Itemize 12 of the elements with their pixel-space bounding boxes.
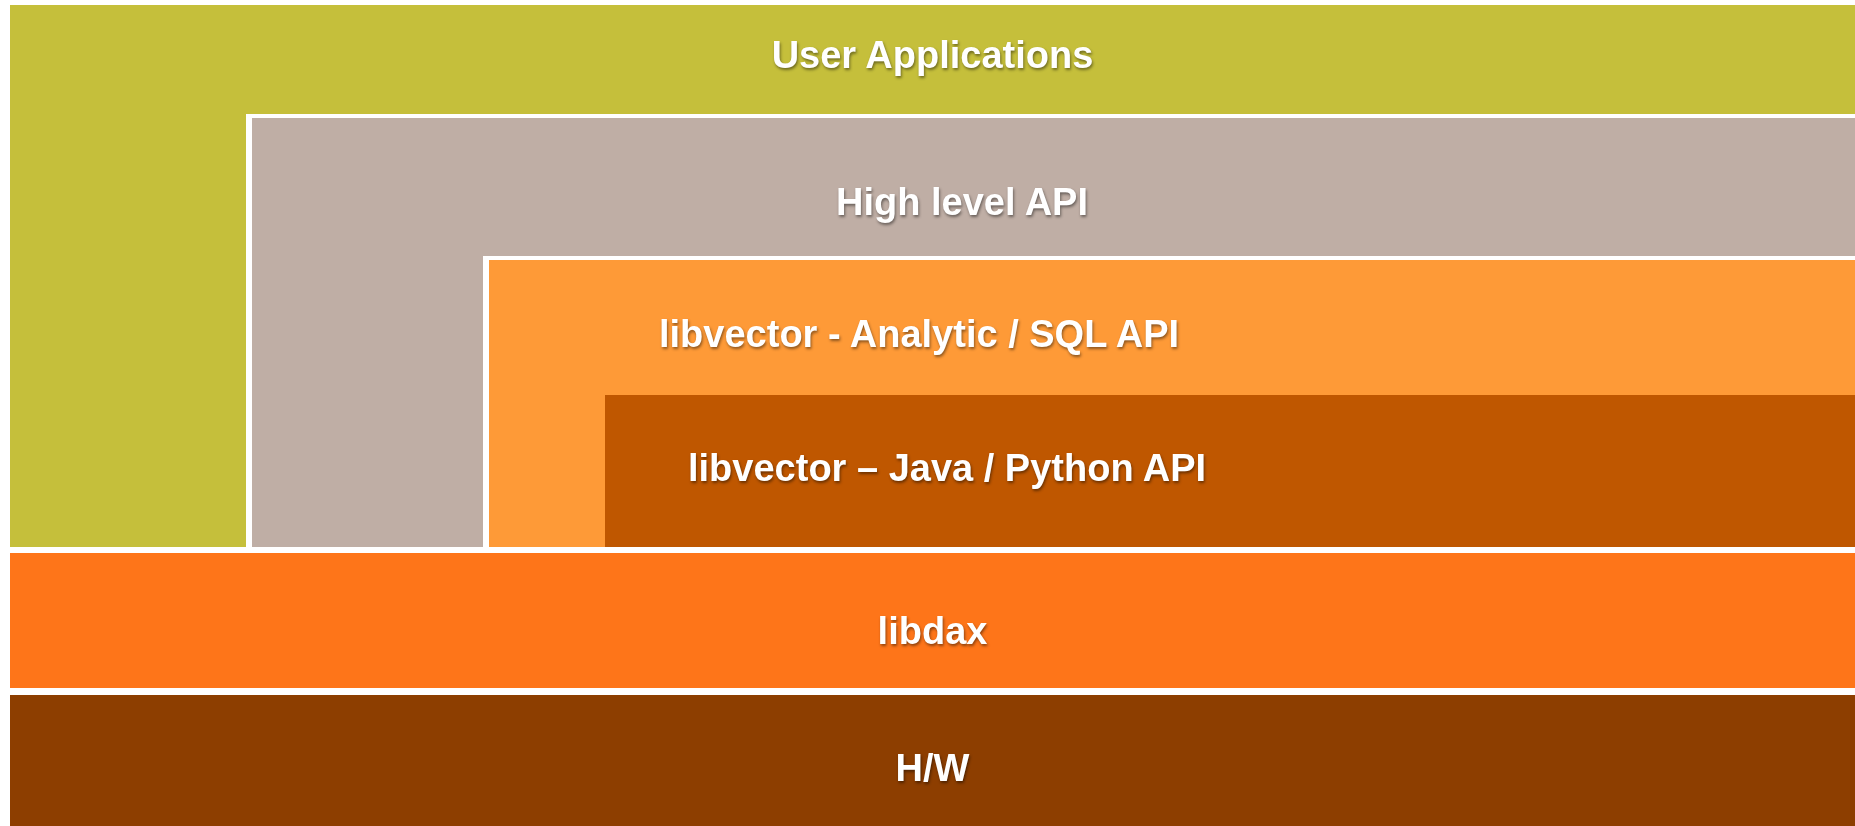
layer-band (605, 395, 1855, 547)
layer-label: libvector – Java / Python API (688, 446, 1207, 491)
layer-label: High level API (835, 180, 1089, 225)
layer-label: H/W (894, 746, 971, 791)
layer-band (10, 695, 1855, 826)
layer-band (246, 114, 1855, 547)
layer-band (10, 5, 1855, 547)
layer-label: libdax (876, 609, 989, 654)
layer-label: libvector - Analytic / SQL API (659, 312, 1180, 357)
layer-band (483, 256, 1855, 547)
layer-label: User Applications (770, 33, 1095, 78)
layer-band (10, 553, 1855, 688)
